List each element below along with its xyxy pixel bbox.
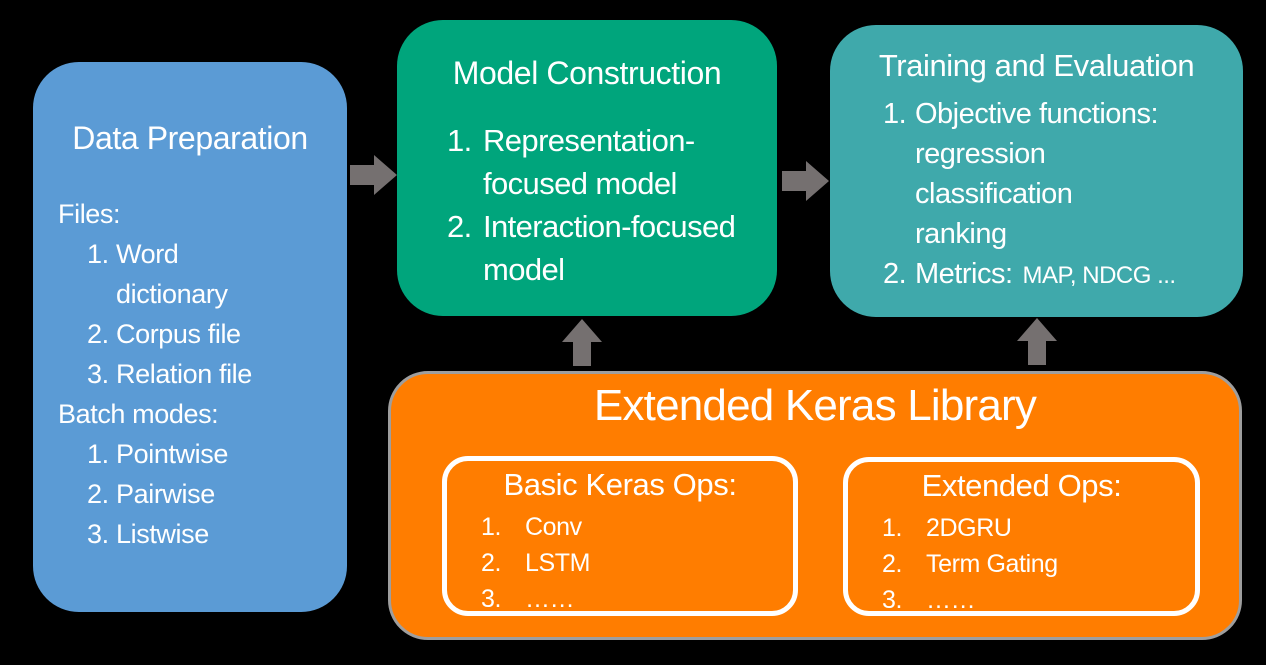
extended-ops-box: Extended Ops: 1. 2DGRU 2. Term Gating 3.… <box>843 457 1200 616</box>
list-item-number: 2. <box>481 549 502 577</box>
list-item-number: 3. <box>87 519 109 549</box>
list-item-text: Pointwise <box>116 439 228 469</box>
keras-library-title: Extended Keras Library <box>593 381 1037 430</box>
list-item-text: Objective functions: <box>915 98 1159 130</box>
model-construction-box: Model Construction 1. Representation- fo… <box>397 20 777 316</box>
list-item: 1. Word <box>33 234 347 274</box>
list-item: 3. …… <box>447 581 793 617</box>
list-item: 2. LSTM <box>447 545 793 581</box>
keras-library-box: Extended Keras Library Basic Keras Ops: … <box>388 371 1242 640</box>
arrow-right-icon <box>782 161 829 201</box>
list-item-number: 2. <box>883 258 907 290</box>
list-item: 1. 2DGRU <box>848 510 1195 546</box>
list-item-number: 3. <box>481 585 502 613</box>
list-item: 3. Relation file <box>33 354 347 394</box>
list-item-text: …… <box>525 585 575 613</box>
list-item-text: LSTM <box>525 549 591 577</box>
list-item-text: Word <box>116 239 179 269</box>
basic-keras-ops-list: 1. Conv 2. LSTM 3. …… <box>447 509 793 617</box>
list-item: 3. Listwise <box>33 514 347 554</box>
list-item: 3. …… <box>848 582 1195 618</box>
list-item-number: 2. <box>87 319 109 349</box>
list-item-number: 2. <box>882 550 903 578</box>
list-item-continuation: regression <box>915 138 1046 170</box>
list-item-number: 1. <box>447 123 472 158</box>
training-evaluation-box: Training and Evaluation 1. Objective fun… <box>830 25 1243 317</box>
list-item: 2. Pairwise <box>33 474 347 514</box>
training-evaluation-title: Training and Evaluation <box>878 48 1195 83</box>
list-label: Files: <box>58 199 121 229</box>
basic-keras-ops-title: Basic Keras Ops: <box>503 467 737 502</box>
list-item-number: 3. <box>87 359 109 389</box>
list-item-text: Listwise <box>116 519 209 549</box>
list-item-number: 2. <box>87 479 109 509</box>
metrics-abbreviations: MAP, NDCG ... <box>1022 262 1177 289</box>
list-item: 1. Objective functions: <box>830 94 1243 134</box>
list-item: 1. Representation- <box>397 119 777 162</box>
list-item-text: Corpus file <box>116 319 241 349</box>
list-item: 2. Interaction-focused <box>397 205 777 248</box>
list-item-continuation: model <box>483 252 565 287</box>
model-construction-title: Model Construction <box>452 55 722 91</box>
data-preparation-title: Data Preparation <box>72 120 308 156</box>
list-item-text: Relation file <box>116 359 252 389</box>
list-item-number: 1. <box>87 439 109 469</box>
list-item-text: …… <box>926 586 976 614</box>
basic-keras-ops-box: Basic Keras Ops: 1. Conv 2. LSTM 3. …… <box>442 456 798 616</box>
data-preparation-list: Files: 1. Word dictionary 2. Corpus file… <box>33 194 347 554</box>
arrow-up-icon <box>562 319 602 366</box>
list-item-text: Conv <box>525 513 582 541</box>
list-item: 1. Pointwise <box>33 434 347 474</box>
list-item-continuation: classification <box>915 178 1073 210</box>
list-item-number: 3. <box>882 586 903 614</box>
data-preparation-box: Data Preparation Files: 1. Word dictiona… <box>33 62 347 612</box>
list-item-continuation: dictionary <box>116 279 228 309</box>
list-item-text: 2DGRU <box>926 514 1012 542</box>
list-item-number: 1. <box>882 514 903 542</box>
list-label: Batch modes: <box>58 399 219 429</box>
list-item-number: 2. <box>447 209 472 244</box>
list-item: 2. Corpus file <box>33 314 347 354</box>
training-evaluation-list: 1. Objective functions: regression class… <box>830 94 1243 296</box>
list-item-text: Interaction-focused <box>483 209 736 244</box>
arrow-right-icon <box>350 155 397 195</box>
list-item: 1. Conv <box>447 509 793 545</box>
list-item-text: Representation- <box>483 123 695 158</box>
list-item-number: 1. <box>87 239 109 269</box>
list-item-text: Metrics: <box>915 258 1013 290</box>
list-item: 2. Term Gating <box>848 546 1195 582</box>
list-item: 2. Metrics: MAP, NDCG ... <box>830 254 1243 296</box>
extended-ops-title: Extended Ops: <box>921 468 1122 503</box>
extended-ops-list: 1. 2DGRU 2. Term Gating 3. …… <box>848 510 1195 618</box>
arrow-up-icon <box>1017 318 1057 365</box>
list-item-text: Pairwise <box>116 479 215 509</box>
list-item-continuation: ranking <box>915 218 1007 250</box>
model-construction-list: 1. Representation- focused model 2. Inte… <box>397 119 777 291</box>
list-item-text: Term Gating <box>926 550 1058 578</box>
list-item-number: 1. <box>883 98 907 130</box>
list-item-continuation: focused model <box>483 166 677 201</box>
list-item-number: 1. <box>481 513 502 541</box>
